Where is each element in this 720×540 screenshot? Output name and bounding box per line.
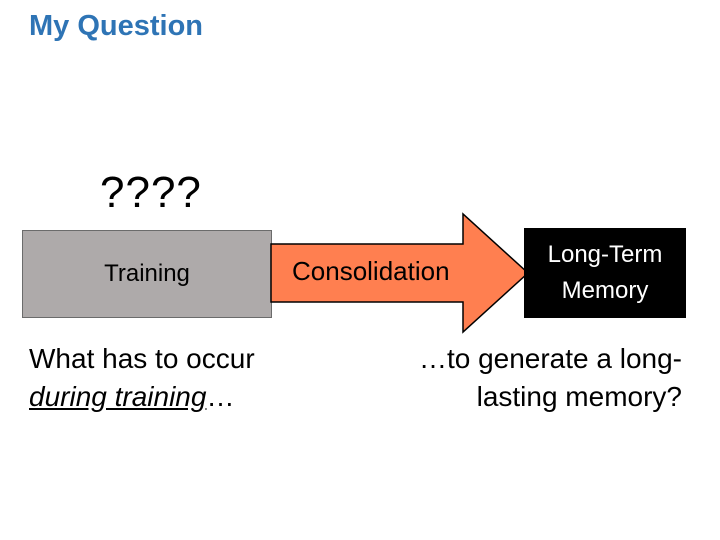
consolidation-arrow [270, 212, 530, 334]
training-box: Training [22, 230, 272, 318]
training-label: Training [104, 260, 190, 287]
consolidation-label: Consolidation [292, 256, 450, 286]
caption-left-line1: What has to occur [29, 343, 255, 374]
caption-right-line2: lasting memory? [476, 381, 682, 412]
caption-left-suffix: … [206, 381, 235, 412]
long-term-memory-box: Long-Term Memory [524, 228, 686, 318]
caption-right-line1: …to generate a long- [418, 343, 682, 374]
arrow-shape [270, 212, 530, 334]
caption-left: What has to occur during training… [29, 340, 255, 416]
slide-title: My Question [29, 10, 204, 42]
caption-left-emphasis: during training [29, 381, 207, 412]
caption-right: …to generate a long- lasting memory? [419, 340, 682, 416]
ltm-label-line1: Long-Term [547, 241, 663, 268]
question-marks: ???? [100, 168, 202, 217]
caption-left-line2: during training… [29, 378, 255, 416]
ltm-label-line2: Memory [561, 277, 649, 304]
